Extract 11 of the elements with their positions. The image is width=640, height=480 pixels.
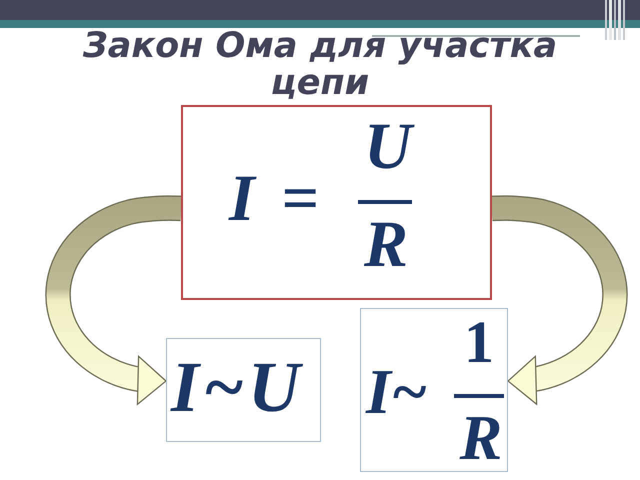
formula-text: I~U	[171, 351, 304, 423]
formula-term: I~	[366, 360, 428, 424]
fraction-numerator: 1	[464, 312, 494, 372]
fraction-numerator: U	[364, 114, 412, 180]
formula-term: I =	[229, 166, 319, 232]
formula-box	[181, 105, 492, 300]
formula-box	[166, 338, 321, 442]
slide-title: Закон Ома для участка цепи	[82, 28, 558, 102]
formula-box	[360, 308, 508, 472]
fraction-denominator: R	[460, 406, 502, 470]
fraction-denominator: R	[364, 212, 408, 278]
